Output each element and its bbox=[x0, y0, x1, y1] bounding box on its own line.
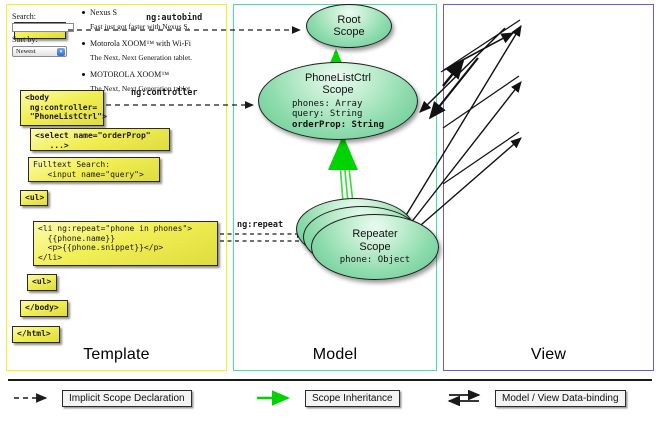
code-select-tag: <select name="orderProp" ...> bbox=[30, 128, 170, 151]
phonelistctrl-prop-phones: phones: Array bbox=[291, 98, 363, 109]
phone-name: MOTOROLA XOOM™ bbox=[80, 70, 205, 80]
dashed-arrow-icon bbox=[14, 393, 48, 403]
repeater-scope-prop-phone: phone: Object bbox=[339, 255, 411, 266]
double-arrow-icon bbox=[447, 390, 481, 406]
sort-select[interactable]: Newest ▾ bbox=[12, 46, 67, 57]
repeater-scope-title-line2: Scope bbox=[359, 240, 391, 253]
legend-label-implicit-scope-declaration: Implicit Scope Declaration bbox=[62, 389, 192, 407]
panel-view: View bbox=[443, 4, 654, 371]
phonelistctrl-scope-props: phones: Array query: String orderProp: S… bbox=[292, 99, 384, 131]
phone-name-text: Nexus S bbox=[90, 8, 117, 17]
root-scope-title-line2: Scope bbox=[333, 26, 365, 38]
connector-label-repeat: ng:repeat bbox=[237, 220, 284, 230]
panel-model: Model bbox=[233, 4, 437, 371]
legend-label-scope-inheritance: Scope Inheritance bbox=[305, 389, 400, 407]
panel-view-title: View bbox=[530, 346, 567, 363]
phone-name: Nexus S bbox=[80, 8, 205, 18]
panel-template-title: Template bbox=[83, 346, 150, 363]
sort-label: Sort by: bbox=[12, 35, 38, 44]
legend-item-scope-inheritance: Scope Inheritance bbox=[255, 389, 400, 407]
legend-item-model-view-data-binding: Model / View Data-binding bbox=[445, 389, 626, 407]
code-body-open-tag: <body ng:controller= "PhoneListCtrl"> bbox=[20, 90, 107, 126]
repeater-scope-title-line1: Repeater bbox=[352, 228, 398, 241]
bullet-icon bbox=[82, 73, 85, 76]
phonelistctrl-scope-title-line1: PhoneListCtrl bbox=[304, 71, 372, 84]
phone-snippet: The Next, Next Generation tablet. bbox=[90, 53, 193, 62]
list-item[interactable]: Nexus S Fast just got faster with Nexus … bbox=[80, 8, 205, 32]
code-ul-open-tag: <ul> bbox=[20, 190, 48, 206]
phone-list: Nexus S Fast just got faster with Nexus … bbox=[80, 8, 205, 101]
search-label: Search: bbox=[12, 12, 36, 21]
phonelistctrl-scope-title-line2: Scope bbox=[322, 84, 354, 97]
phonelistctrl-prop-query: query: String bbox=[291, 109, 363, 120]
phonelistctrl-prop-orderprop: orderProp: String bbox=[291, 119, 385, 130]
view-search-form: Search: Sort by: Newest ▾ bbox=[12, 12, 98, 57]
code-li-repeat: <li ng:repeat="phone in phones"> {{phone… bbox=[33, 221, 218, 266]
repeater-scope: Repeater Scope phone: Object bbox=[311, 214, 439, 280]
code-ul-close-tag: <ul> bbox=[27, 274, 57, 291]
code-fulltext-search: Fulltext Search: <input name="query"> bbox=[28, 157, 160, 182]
sort-select-value: Newest bbox=[16, 48, 36, 55]
bullet-icon bbox=[82, 11, 85, 14]
search-input[interactable] bbox=[12, 23, 74, 32]
legend: Implicit Scope Declaration Scope Inherit… bbox=[0, 389, 660, 417]
root-scope-title-line1: Root bbox=[337, 13, 361, 26]
phone-snippet: The Next, Next Generation tablet. bbox=[90, 84, 193, 93]
legend-label-model-view-data-binding: Model / View Data-binding bbox=[495, 389, 626, 407]
list-item[interactable]: MOTOROLA XOOM™ The Next, Next Generation… bbox=[80, 70, 205, 94]
phone-name: Motorola XOOM™ with Wi-Fi bbox=[80, 39, 205, 49]
list-item[interactable]: Motorola XOOM™ with Wi-Fi The Next, Next… bbox=[80, 39, 205, 63]
phone-name-text: MOTOROLA XOOM™ bbox=[90, 70, 170, 79]
root-scope: Root Scope bbox=[306, 4, 392, 48]
bullet-icon bbox=[82, 42, 85, 45]
phone-name-text: Motorola XOOM™ with Wi-Fi bbox=[90, 39, 191, 48]
legend-item-implicit-scope-declaration: Implicit Scope Declaration bbox=[12, 389, 192, 407]
panel-model-title: Model bbox=[312, 346, 358, 363]
code-html-close-tag: </html> bbox=[12, 326, 60, 343]
code-body-close-tag: </body> bbox=[20, 300, 68, 317]
phone-snippet: Fast just got faster with Nexus S. bbox=[90, 22, 190, 31]
legend-divider bbox=[8, 379, 652, 381]
connector-label-autobind: ng:autobind bbox=[146, 13, 203, 23]
chevron-down-icon: ▾ bbox=[57, 48, 65, 56]
green-arrow-icon bbox=[257, 390, 291, 406]
phonelistctrl-scope: PhoneListCtrl Scope phones: Array query:… bbox=[258, 62, 418, 140]
connector-label-controller: ng:controller bbox=[131, 88, 198, 98]
